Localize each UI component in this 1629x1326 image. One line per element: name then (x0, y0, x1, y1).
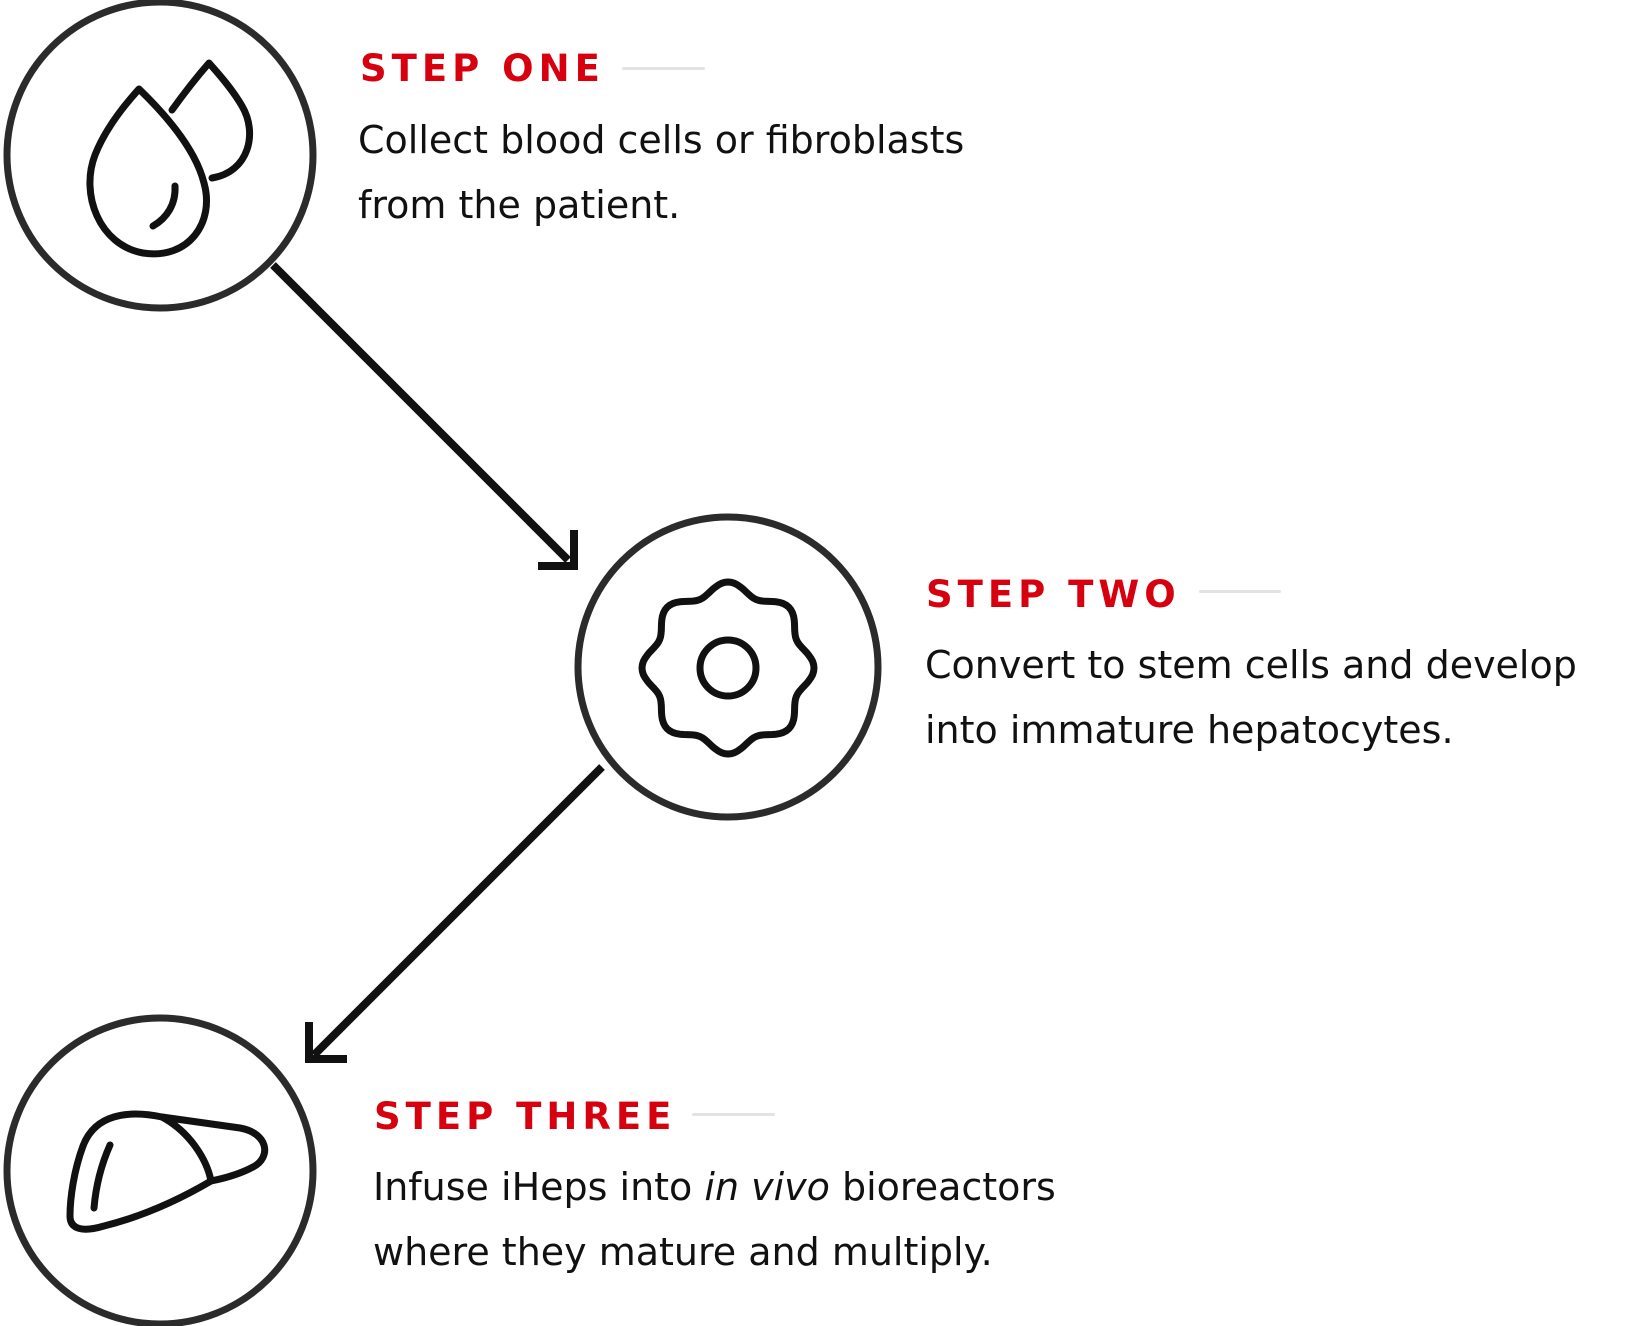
step-three-divider (692, 1113, 775, 1116)
step-one-description: Collect blood cells or fibroblasts from … (358, 108, 964, 238)
step-two-label: STEP TWO (926, 573, 1181, 616)
step-one-description-line1: Collect blood cells or fibroblasts (358, 118, 965, 162)
liver-icon (66, 1110, 269, 1233)
step-one-label: STEP ONE (360, 47, 605, 90)
step-one-description-line2: from the patient. (358, 183, 681, 227)
arrow-step-two-to-three (305, 764, 605, 1063)
step-two-description: Convert to stem cells and develop into i… (925, 633, 1577, 763)
step-three-description-line2: where they mature and multiply. (373, 1230, 993, 1274)
cell-icon (638, 578, 818, 758)
step-two-description-line2: into immature hepatocytes. (925, 708, 1454, 752)
step-three-text-before: Infuse iHeps into (373, 1165, 705, 1209)
step-two-circle (574, 513, 882, 821)
step-three-text-italic: in vivo (704, 1165, 830, 1209)
step-two-divider (1199, 590, 1281, 593)
step-three-circle (3, 1014, 317, 1326)
step-one-circle (3, 0, 317, 312)
arrow-step-one-to-two (270, 262, 578, 570)
step-one-divider (622, 67, 705, 70)
step-two-description-line1: Convert to stem cells and develop (925, 643, 1577, 687)
step-three-label: STEP THREE (374, 1095, 677, 1138)
blood-drops-icon (86, 59, 253, 258)
step-three-text-after: bioreactors (829, 1165, 1056, 1209)
step-three-description: Infuse iHeps into in vivo bioreactors wh… (373, 1155, 1056, 1285)
step-three-description-line1: Infuse iHeps into in vivo bioreactors (373, 1155, 1056, 1220)
